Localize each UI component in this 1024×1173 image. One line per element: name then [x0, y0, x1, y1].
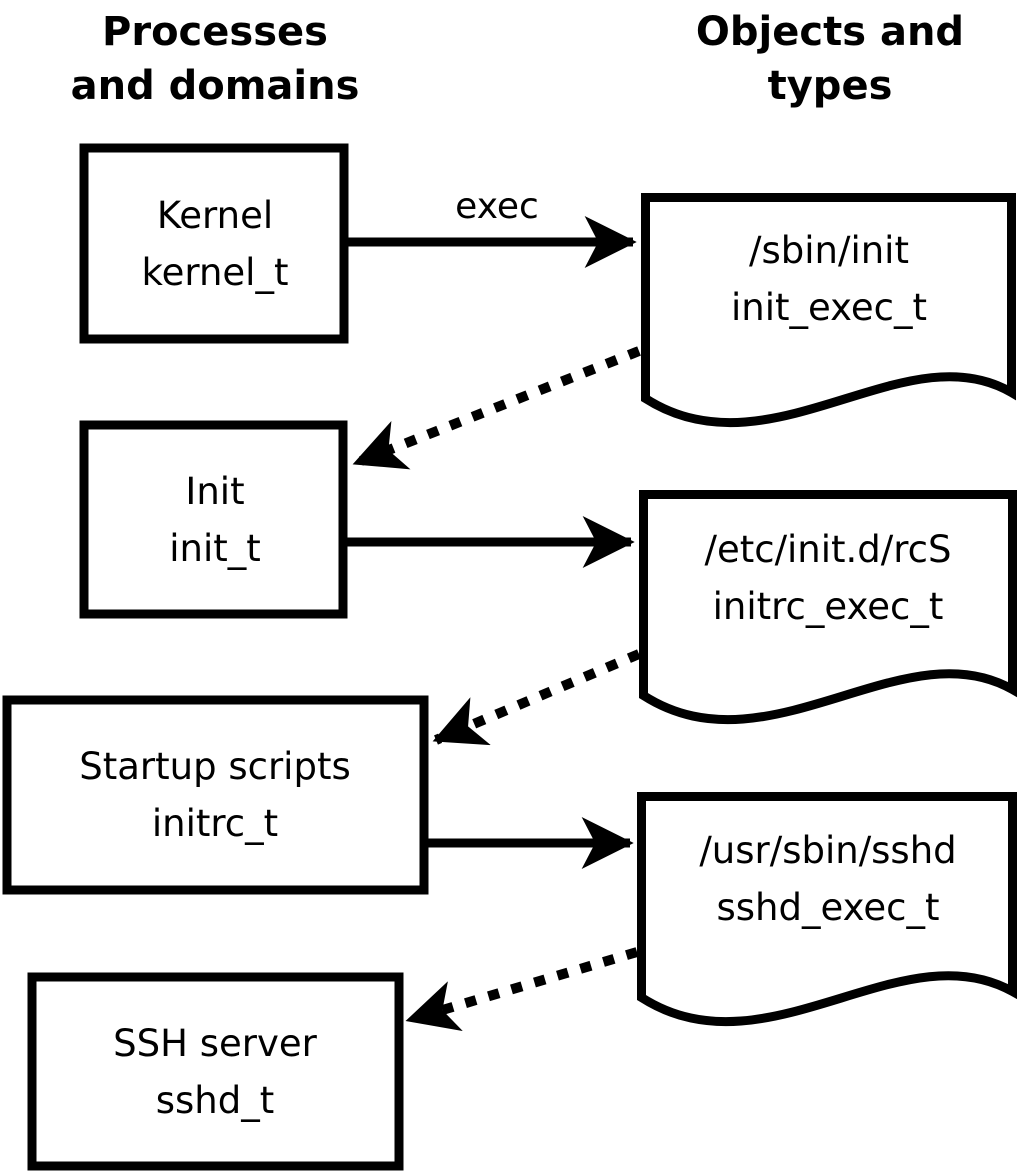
object-node-usr-sbin-sshd: /usr/sbin/sshd sshd_exec_t: [637, 792, 1017, 1027]
object-type-label: sshd_exec_t: [717, 886, 940, 929]
process-domain-label: sshd_t: [156, 1079, 275, 1122]
object-node-etc-initd-rcs: /etc/init.d/rcS initrc_exec_t: [639, 490, 1017, 725]
object-path-label: /sbin/init: [749, 229, 909, 272]
edge-sbin-init-to-init: [352, 346, 641, 470]
process-domain-label: init_t: [169, 527, 261, 570]
document-shape: [639, 490, 1017, 725]
edge-rcs-to-startup: [432, 649, 641, 746]
process-name-label: SSH server: [113, 1022, 317, 1065]
left-header-line2: and domains: [71, 63, 360, 109]
object-type-label: initrc_exec_t: [713, 585, 944, 628]
process-domain-label: initrc_t: [152, 802, 278, 845]
object-path-label: /etc/init.d/rcS: [704, 528, 951, 571]
process-node-kernel: Kernel kernel_t: [79, 143, 349, 344]
object-type-label: init_exec_t: [731, 286, 927, 329]
object-path-label: /usr/sbin/sshd: [699, 829, 956, 872]
process-box: [2, 695, 429, 895]
left-header-line1: Processes: [102, 9, 328, 55]
edge-kernel-to-sbin-init: exec: [346, 186, 637, 268]
process-box: [27, 972, 404, 1171]
process-box: [79, 420, 348, 619]
right-header-line1: Objects and: [696, 9, 964, 55]
process-domain-label: kernel_t: [142, 251, 289, 294]
left-column-header: Processes and domains: [71, 9, 360, 109]
process-name-label: Kernel: [157, 194, 273, 237]
process-node-startup-scripts: Startup scripts initrc_t: [2, 695, 429, 895]
process-box: [79, 143, 349, 344]
document-shape: [641, 193, 1016, 428]
edge-sshd-to-sshserver: [405, 947, 639, 1032]
object-node-sbin-init: /sbin/init init_exec_t: [641, 193, 1016, 428]
process-node-init: Init init_t: [79, 420, 348, 619]
right-header-line2: types: [768, 63, 893, 109]
process-name-label: Init: [185, 470, 244, 513]
exec-label: exec: [455, 186, 539, 227]
process-name-label: Startup scripts: [79, 745, 350, 788]
process-node-ssh-server: SSH server sshd_t: [27, 972, 404, 1171]
document-shape: [637, 792, 1017, 1027]
right-column-header: Objects and types: [696, 9, 964, 109]
